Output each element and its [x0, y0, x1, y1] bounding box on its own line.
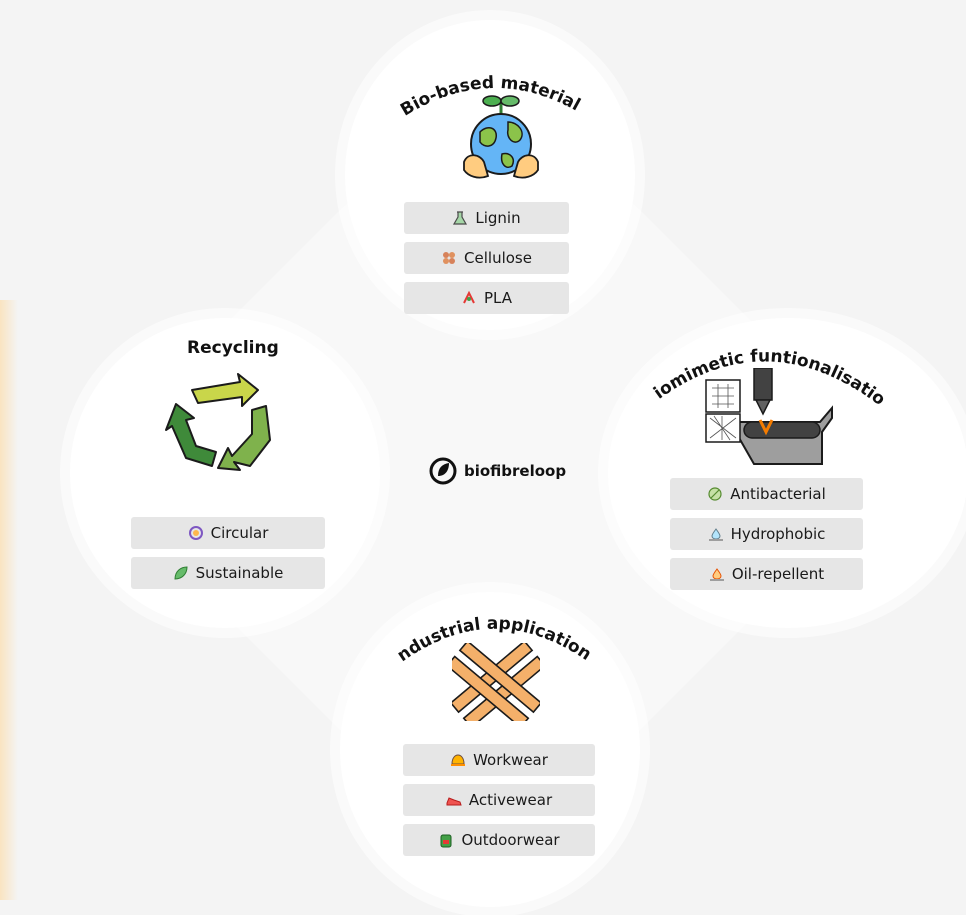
woven-fabric-icon — [452, 643, 540, 721]
pill-label: Outdoorwear — [461, 831, 560, 849]
coating-machine-icon — [705, 368, 833, 465]
pill-label: Hydrophobic — [730, 525, 826, 543]
backpack-icon — [438, 832, 454, 848]
logo-mark-icon — [429, 457, 457, 485]
pill-lignin: Lignin — [404, 202, 569, 234]
pill-label: Activewear — [468, 791, 553, 809]
pill-activewear: Activewear — [403, 784, 595, 816]
helmet-icon — [450, 752, 466, 768]
pill-label: Sustainable — [195, 564, 284, 582]
pill-oil-repellent: Oil-repellent — [670, 558, 863, 590]
antibacterial-icon — [707, 486, 723, 502]
sneaker-icon — [446, 792, 462, 808]
pill-workwear: Workwear — [403, 744, 595, 776]
pill-label: Circular — [210, 524, 269, 542]
hydrophobic-icon — [708, 526, 724, 542]
circular-icon — [188, 525, 204, 541]
pill-sustainable: Sustainable — [131, 557, 325, 589]
earth-hands-icon — [463, 95, 539, 179]
edge-glow — [0, 300, 18, 900]
leaf-icon — [173, 565, 189, 581]
oil-repellent-icon — [709, 566, 725, 582]
pill-hydrophobic: Hydrophobic — [670, 518, 863, 550]
bio-based-materials-circle — [345, 20, 635, 330]
flask-icon — [452, 210, 468, 226]
pill-outdoorwear: Outdoorwear — [403, 824, 595, 856]
biofibreloop-logo: biofibreloop — [428, 456, 566, 486]
pill-label: Antibacterial — [730, 485, 826, 503]
pill-circular: Circular — [131, 517, 325, 549]
logo-text: biofibreloop — [464, 462, 567, 480]
pill-antibacterial: Antibacterial — [670, 478, 863, 510]
recycling-title: Recycling — [187, 338, 279, 358]
pill-label: Cellulose — [464, 249, 532, 267]
cellulose-icon — [441, 250, 457, 266]
pill-label: Lignin — [475, 209, 521, 227]
pla-icon — [461, 290, 477, 306]
pill-label: Oil-repellent — [731, 565, 825, 583]
pill-cellulose: Cellulose — [404, 242, 569, 274]
pill-pla: PLA — [404, 282, 569, 314]
pill-label: PLA — [483, 289, 512, 307]
pill-label: Workwear — [473, 751, 548, 769]
recycle-arrows-icon — [165, 373, 271, 471]
